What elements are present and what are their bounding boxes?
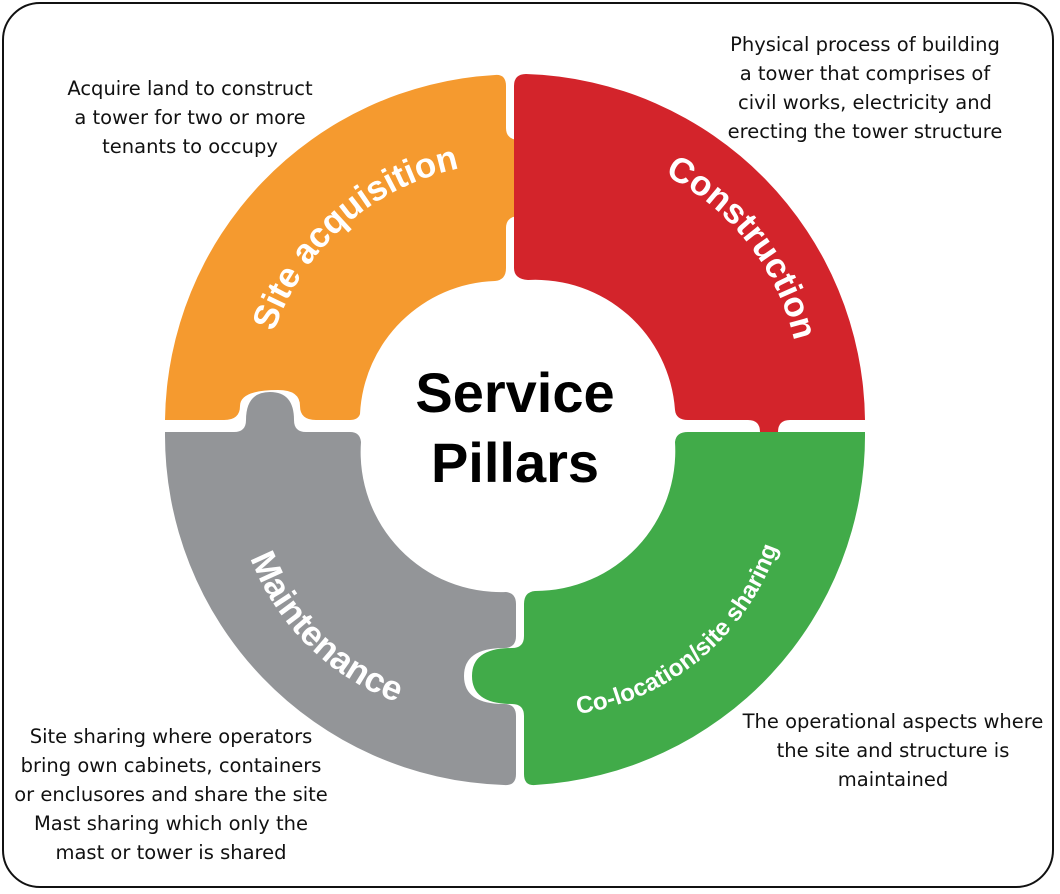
title-line-2: Pillars bbox=[430, 431, 600, 494]
site-acquisition-piece bbox=[165, 74, 557, 420]
colocation-description: The operational aspects where the site a… bbox=[742, 710, 1044, 791]
construction-description: Physical process of building a tower tha… bbox=[727, 33, 1003, 143]
center-title: Service Pillars bbox=[340, 358, 690, 498]
maintenance-piece bbox=[164, 392, 517, 786]
title-line-1: Service bbox=[415, 361, 615, 424]
construction-piece bbox=[514, 74, 865, 472]
maintenance-description: Site sharing where operators bring own c… bbox=[14, 725, 328, 864]
colocation-piece bbox=[472, 432, 866, 786]
site-acquisition-description: Acquire land to construct a tower for tw… bbox=[67, 77, 313, 158]
